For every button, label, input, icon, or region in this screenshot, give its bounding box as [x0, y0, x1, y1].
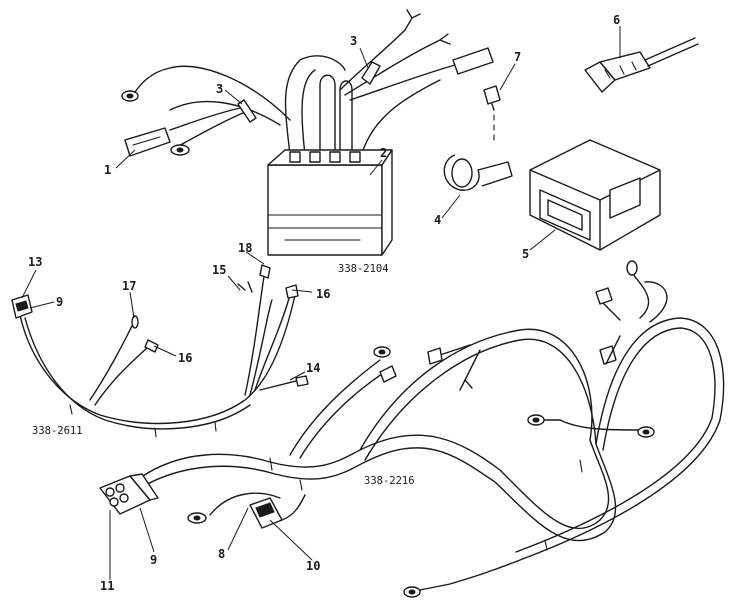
callout-2: 2 [380, 146, 387, 160]
callout-13: 13 [28, 255, 42, 269]
callout-10: 10 [306, 559, 320, 573]
cover-box [529, 139, 661, 251]
callout-16-right: 16 [316, 287, 330, 301]
terminal-connector [584, 37, 699, 93]
callout-17: 17 [122, 279, 136, 293]
callout-1: 1 [104, 163, 111, 177]
leader-lines [21, 26, 621, 580]
callout-6: 6 [613, 13, 620, 27]
callout-4: 4 [434, 213, 441, 227]
part-number-labels: 338-2104 338-2611 338-2216 [32, 263, 415, 487]
callout-16-left: 16 [178, 351, 192, 365]
callout-9-left: 9 [56, 295, 63, 309]
callout-15: 15 [212, 263, 226, 277]
main-harness [99, 260, 725, 598]
callout-7: 7 [514, 50, 521, 64]
callout-9-main: 9 [150, 553, 157, 567]
part-number-main-harness: 338-2216 [364, 475, 415, 487]
callout-18: 18 [238, 241, 252, 255]
rectifier-assembly [121, 9, 494, 256]
left-harness [11, 264, 309, 438]
callout-8: 8 [218, 547, 225, 561]
callout-3-top: 3 [350, 34, 357, 48]
callout-14: 14 [306, 361, 320, 375]
callout-5: 5 [522, 247, 529, 261]
callout-11: 11 [100, 579, 114, 593]
callout-3-left: 3 [216, 82, 223, 96]
callout-labels: 1 2 3 3 4 5 6 7 8 9 9 10 11 13 14 15 16 … [28, 13, 620, 593]
screw-and-clamp [443, 85, 513, 191]
part-number-left-harness: 338-2611 [32, 425, 83, 437]
part-number-rectifier: 338-2104 [338, 263, 389, 275]
